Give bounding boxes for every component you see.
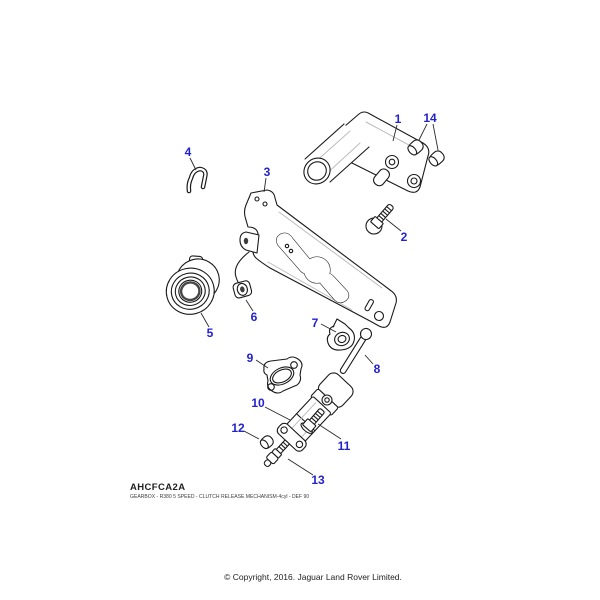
figure-code: AHCFCA2A [130, 482, 186, 493]
callout-2[interactable]: 2 [401, 230, 408, 244]
part-13-pushrod [263, 439, 290, 467]
callout-1[interactable]: 1 [395, 112, 402, 126]
part-7-pivot [326, 318, 355, 351]
figure-caption: GEARBOX - R380 5 SPEED - CLUTCH RELEASE … [130, 494, 310, 500]
leader-lines [189, 123, 439, 476]
part-5-release-bearing [165, 255, 220, 315]
part-1-guide-tube [303, 111, 430, 193]
part-9-gasket [263, 356, 303, 394]
callouts: 1 2 3 4 5 6 7 8 9 10 11 12 13 14 [185, 111, 437, 487]
callout-5[interactable]: 5 [207, 326, 214, 340]
callout-10[interactable]: 10 [251, 396, 265, 410]
part-2-bolt [365, 204, 394, 235]
cylinder-lug [321, 394, 333, 406]
part-11-bolt [300, 408, 325, 434]
wire [234, 251, 250, 286]
part-14-cap-nuts [407, 139, 445, 167]
part-8-pin [339, 327, 373, 374]
callout-9[interactable]: 9 [247, 351, 254, 365]
part-12-cap-nut [259, 435, 274, 450]
callout-13[interactable]: 13 [311, 473, 325, 487]
cylinder-lug-hole [324, 397, 330, 403]
callout-4[interactable]: 4 [185, 145, 192, 159]
callout-12[interactable]: 12 [231, 421, 245, 435]
callout-11[interactable]: 11 [338, 439, 351, 453]
callout-7[interactable]: 7 [312, 316, 319, 330]
copyright-text: © Copyright, 2016. Jaguar Land Rover Lim… [224, 572, 402, 582]
part-4-spring-clip [186, 166, 208, 194]
callout-8[interactable]: 8 [374, 362, 381, 376]
callout-14[interactable]: 14 [423, 111, 437, 125]
part-3-release-fork [234, 189, 397, 328]
callout-3[interactable]: 3 [264, 165, 271, 179]
part-6-wire-nut [232, 280, 253, 299]
callout-6[interactable]: 6 [251, 310, 258, 324]
